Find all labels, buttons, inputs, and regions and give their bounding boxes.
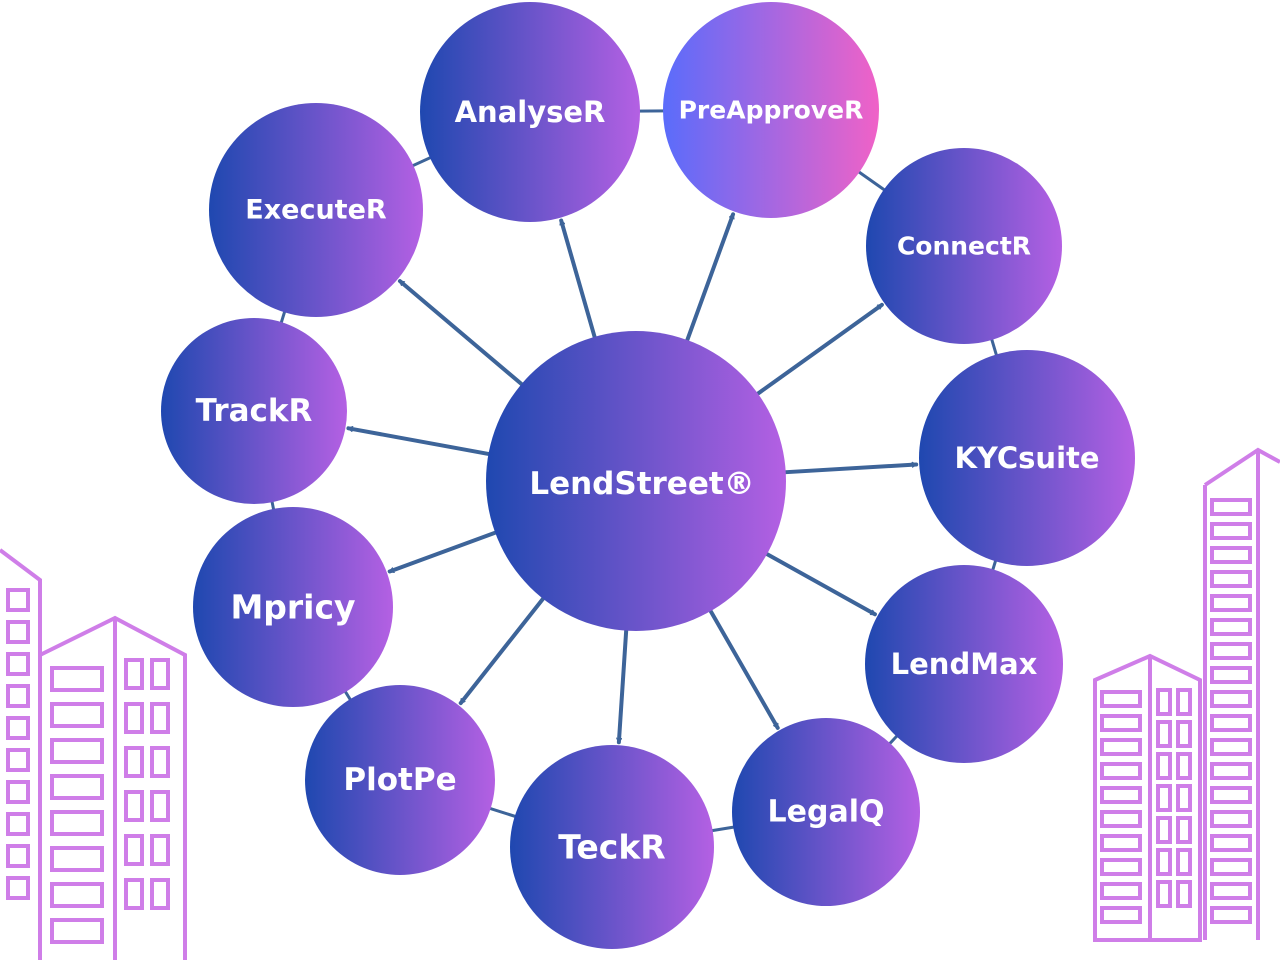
node-circle-lendmax bbox=[865, 565, 1063, 763]
hub-label: LendStreet® bbox=[529, 466, 754, 502]
node-circle-kycsuite bbox=[919, 350, 1135, 566]
node-label-legalq: LegalQ bbox=[768, 795, 885, 830]
node-kycsuite[interactable]: KYCsuite bbox=[919, 350, 1135, 566]
arrow-to-legalq bbox=[707, 607, 780, 730]
node-circle-executer bbox=[209, 103, 423, 317]
node-circle-analyser bbox=[420, 2, 640, 222]
node-teckr[interactable]: TeckR bbox=[510, 745, 714, 949]
arrow-to-mpricy bbox=[387, 530, 500, 574]
node-label-mpricy: Mpricy bbox=[230, 588, 355, 627]
hub-circle bbox=[486, 331, 786, 631]
node-label-teckr: TeckR bbox=[558, 828, 665, 867]
node-label-connectr: ConnectR bbox=[897, 232, 1031, 261]
arrow-to-trackr bbox=[346, 428, 493, 457]
node-preapprover[interactable]: PreApproveR bbox=[663, 2, 879, 218]
arrow-to-plotpe bbox=[458, 595, 547, 706]
node-plotpe[interactable]: PlotPe bbox=[305, 685, 495, 875]
node-label-executer: ExecuteR bbox=[245, 195, 387, 226]
building-left-illustration bbox=[0, 548, 187, 960]
node-executer[interactable]: ExecuteR bbox=[209, 103, 423, 317]
arrow-to-connectr bbox=[754, 302, 884, 397]
arrow-to-lendmax bbox=[763, 551, 877, 617]
node-circle-trackr bbox=[161, 318, 347, 504]
arrow-to-analyser bbox=[559, 218, 598, 341]
node-label-analyser: AnalyseR bbox=[455, 95, 606, 129]
node-circle-mpricy bbox=[193, 507, 393, 707]
node-label-preapprover: PreApproveR bbox=[679, 96, 864, 125]
node-lendmax[interactable]: LendMax bbox=[865, 565, 1063, 763]
node-label-kycsuite: KYCsuite bbox=[954, 441, 1099, 475]
node-connectr[interactable]: ConnectR bbox=[866, 148, 1062, 344]
arrow-to-preapprover bbox=[684, 212, 736, 344]
hub-arrows bbox=[346, 212, 919, 745]
node-label-lendmax: LendMax bbox=[891, 647, 1038, 681]
node-label-plotpe: PlotPe bbox=[343, 762, 456, 798]
node-analyser[interactable]: AnalyseR bbox=[420, 2, 640, 222]
node-trackr[interactable]: TrackR bbox=[161, 318, 347, 504]
node-circle-preapprover bbox=[663, 2, 879, 218]
arrow-to-executer bbox=[397, 279, 526, 388]
node-circle-legalq bbox=[732, 718, 920, 906]
node-label-trackr: TrackR bbox=[196, 393, 313, 429]
node-legalq[interactable]: LegalQ bbox=[732, 718, 920, 906]
arrow-to-teckr bbox=[619, 626, 629, 745]
arrow-to-kycsuite bbox=[781, 465, 919, 475]
hub-lendstreet[interactable]: LendStreet® bbox=[486, 331, 786, 631]
node-mpricy[interactable]: Mpricy bbox=[193, 507, 393, 707]
node-circle-connectr bbox=[866, 148, 1062, 344]
node-circle-teckr bbox=[510, 745, 714, 949]
module-nodes: AnalyseR PreApproveR ConnectR KYCsuiteLendM… bbox=[161, 2, 1135, 949]
hub-node: LendStreet® bbox=[486, 331, 786, 631]
building-right-illustration bbox=[1093, 447, 1280, 942]
node-circle-plotpe bbox=[305, 685, 495, 875]
